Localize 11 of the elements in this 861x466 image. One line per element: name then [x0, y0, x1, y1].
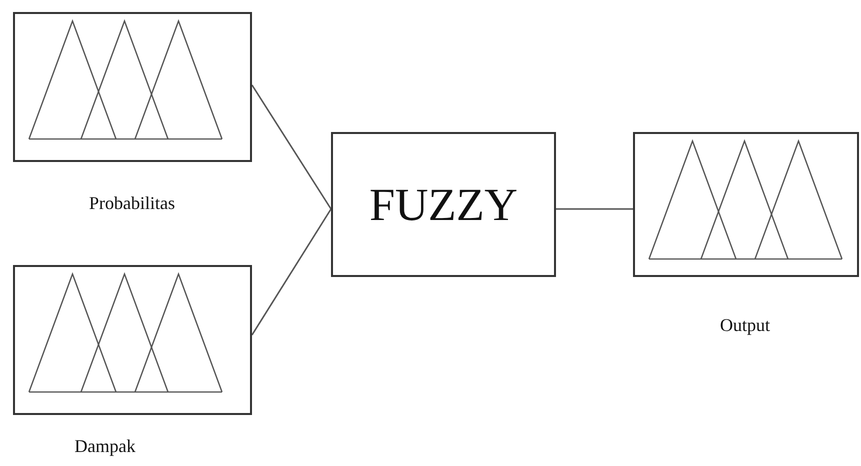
process-box — [331, 132, 556, 277]
node-label: Dampak — [74, 436, 136, 457]
connector-line — [251, 84, 332, 210]
node-label: Output — [720, 315, 770, 336]
chart-box — [13, 265, 252, 415]
node-label: Probabilitas — [89, 193, 175, 214]
chart-box — [13, 12, 252, 162]
node-label: FUZZY — [369, 178, 518, 231]
chart-box — [633, 132, 859, 277]
connector-line — [251, 208, 332, 336]
connector-line — [556, 208, 633, 210]
